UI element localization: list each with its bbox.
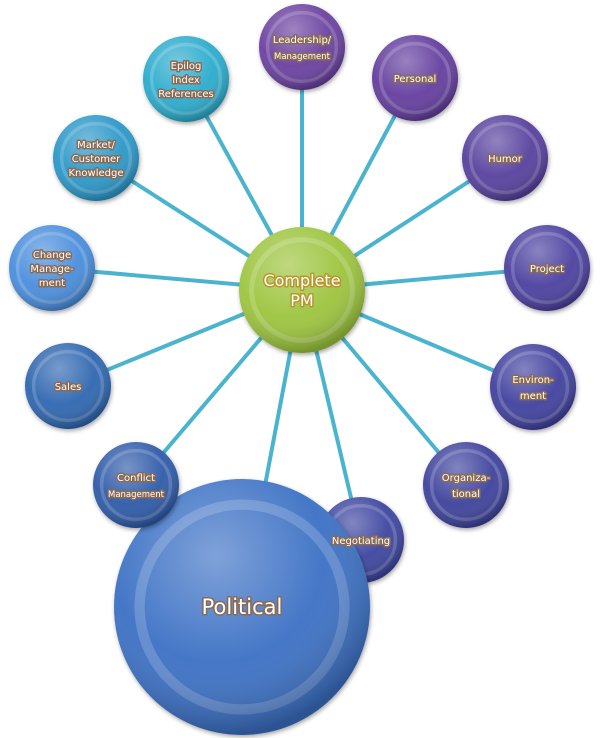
node-highlight <box>372 35 458 121</box>
node-label: Manage- <box>30 264 74 275</box>
node-highlight <box>239 227 365 353</box>
node-organizational[interactable] <box>423 442 509 528</box>
node-highlight <box>504 225 590 311</box>
node-label: Environ- <box>512 375 554 386</box>
node-label: ment <box>520 391 546 402</box>
node-highlight <box>490 344 576 430</box>
node-highlight <box>259 4 345 90</box>
node-environment[interactable] <box>490 344 576 430</box>
node-highlight <box>93 442 179 528</box>
node-highlight <box>423 442 509 528</box>
node-label: References <box>158 89 214 100</box>
node-label: Customer <box>72 154 121 165</box>
node-label: Complete <box>263 271 340 290</box>
node-label: Project <box>530 264 564 275</box>
node-label: Knowledge <box>69 168 124 179</box>
node-highlight <box>143 36 229 122</box>
node-epilogindexreferences[interactable] <box>143 36 229 122</box>
node-highlight <box>114 479 370 735</box>
node-label: Humor <box>488 154 523 165</box>
node-highlight <box>462 115 548 201</box>
node-project[interactable] <box>504 225 590 311</box>
node-label: Organiza- <box>442 473 491 484</box>
node-sales[interactable] <box>25 343 111 429</box>
node-label: Conflict <box>117 473 155 484</box>
node-label: Market/ <box>77 140 115 151</box>
node-label: Index <box>172 75 200 86</box>
node-highlight <box>9 225 95 311</box>
node-label: Management <box>274 52 331 62</box>
node-label: tional <box>452 489 480 500</box>
node-highlight <box>25 343 111 429</box>
node-spheres <box>9 4 590 735</box>
node-political[interactable] <box>114 479 370 735</box>
node-highlight <box>53 115 139 201</box>
node-label: ment <box>39 278 65 289</box>
node-label: PM <box>290 291 313 310</box>
node-label: Political <box>202 595 283 619</box>
node-label: Negotiating <box>332 536 390 547</box>
node-label: Personal <box>394 74 437 85</box>
node-changemanagement[interactable] <box>9 225 95 311</box>
center-node-complete-pm[interactable] <box>239 227 365 353</box>
node-label: Epilog <box>171 61 202 72</box>
node-leadershipmanagement[interactable] <box>259 4 345 90</box>
node-personal[interactable] <box>372 35 458 121</box>
node-label: Leadership/ <box>273 35 332 46</box>
node-marketcustomerknowledge[interactable] <box>53 115 139 201</box>
node-label: Sales <box>55 382 82 393</box>
node-humor[interactable] <box>462 115 548 201</box>
node-labels: Leadership/ManagementPersonalHumorProjec… <box>29 34 566 621</box>
node-label: Management <box>108 490 165 500</box>
node-label: Change <box>33 250 71 261</box>
node-conflictmanagement[interactable] <box>93 442 179 528</box>
